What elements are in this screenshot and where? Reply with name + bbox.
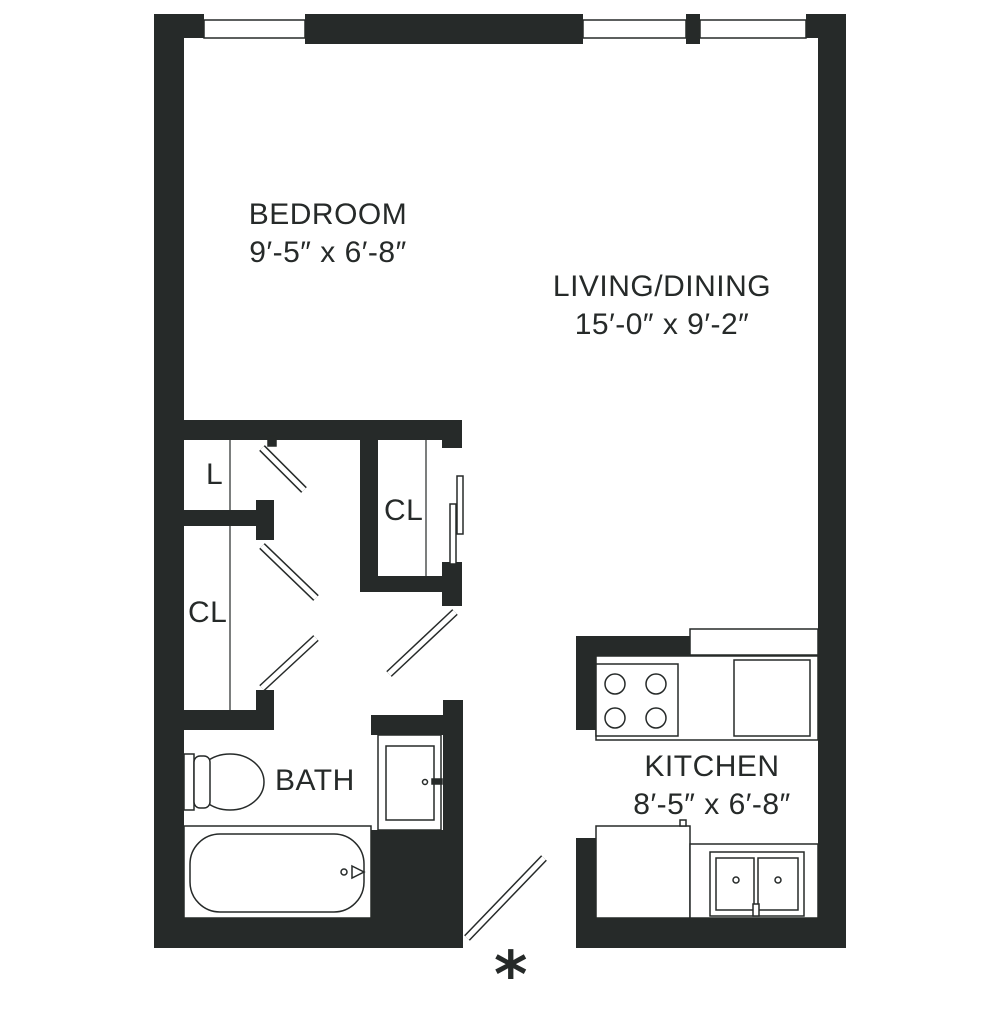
kitchen-name: KITCHEN bbox=[644, 750, 780, 783]
bedroom-label: BEDROOM 9′-5″ x 6′-8″ bbox=[249, 196, 408, 272]
closet-lines bbox=[229, 440, 427, 710]
bath-label: BATH bbox=[275, 764, 355, 797]
walls bbox=[154, 14, 846, 948]
bedroom-name: BEDROOM bbox=[248, 198, 408, 231]
closet-label-small: CL bbox=[384, 494, 424, 527]
living-label: LIVING/DINING 15′-0″ x 9′-2″ bbox=[553, 268, 771, 344]
living-name: LIVING/DINING bbox=[552, 270, 772, 303]
living-dimensions: 15′-0″ x 9′-2″ bbox=[574, 308, 750, 341]
kitchen-fixtures bbox=[595, 628, 819, 919]
kitchen-label: KITCHEN 8′-5″ x 6′-8″ bbox=[633, 748, 790, 824]
bath-fixtures bbox=[183, 734, 443, 919]
bedroom-dimensions: 9′-5″ x 6′-8″ bbox=[249, 236, 407, 269]
closet-label-hall: CL bbox=[188, 596, 228, 629]
linen-label: L bbox=[206, 458, 224, 491]
entry-marker: * bbox=[494, 939, 528, 1013]
doors bbox=[259, 435, 547, 941]
windows bbox=[203, 19, 807, 39]
kitchen-dimensions: 8′-5″ x 6′-8″ bbox=[633, 788, 791, 821]
